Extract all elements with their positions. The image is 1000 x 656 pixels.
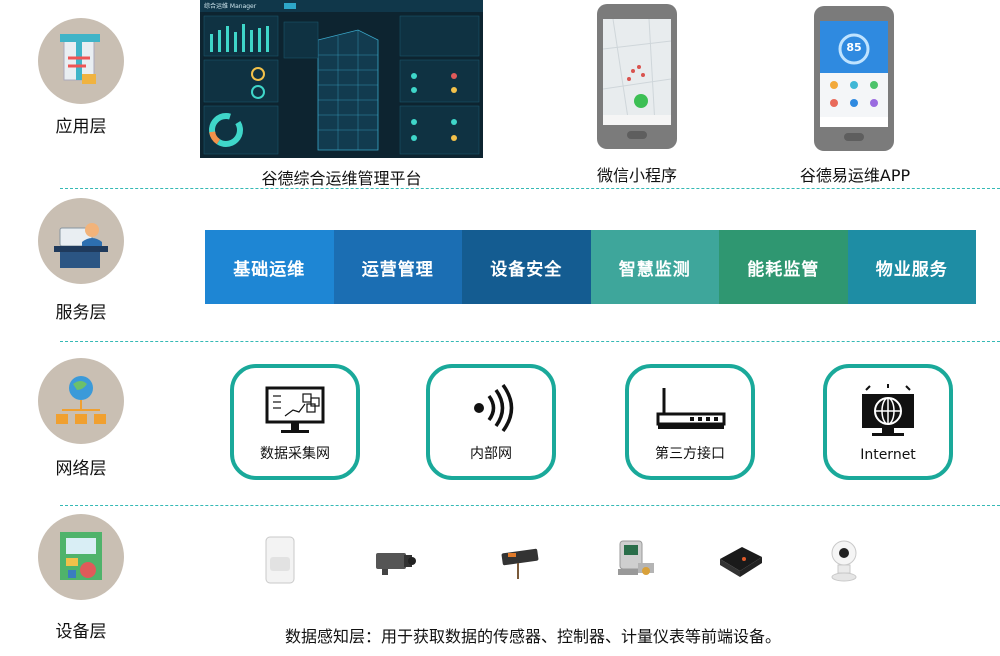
mini-program-caption: 微信小程序 <box>596 166 677 185</box>
separator <box>60 505 1000 506</box>
service-layer-icon <box>38 198 124 284</box>
service-energy-supervision: 能耗监管 <box>719 230 848 304</box>
service-smart-monitoring: 智慧监测 <box>590 230 719 304</box>
separator <box>60 341 1000 342</box>
camera-icon <box>376 553 416 575</box>
application-layer-icon <box>38 18 124 104</box>
app-caption: 谷德易运维APP <box>799 166 911 185</box>
network-card-data-collection: 数据采集网 <box>230 364 360 480</box>
device-layer-icon <box>38 514 124 600</box>
network-card-internal: 内部网 <box>426 364 556 480</box>
network-label: 内部网 <box>470 446 512 462</box>
service-bar: 基础运维 运营管理 设备安全 智慧监测 能耗监管 物业服务 <box>205 230 976 304</box>
device-layer-label: 设备层 <box>55 622 107 642</box>
app-phone: 85 <box>814 6 894 151</box>
application-layer-label: 应用层 <box>55 117 107 137</box>
network-layer-label: 网络层 <box>55 459 107 479</box>
card-reader-icon <box>501 548 539 579</box>
network-layer-icon <box>38 358 124 444</box>
separator <box>60 188 1000 189</box>
mini-program-phone <box>597 4 677 149</box>
service-layer-label: 服务层 <box>55 303 107 323</box>
globe-monitor-icon <box>862 384 914 436</box>
service-device-security: 设备安全 <box>462 230 591 304</box>
service-property-service: 物业服务 <box>847 230 976 304</box>
app-score: 85 <box>846 41 862 54</box>
data-collection-monitor-icon <box>265 386 325 433</box>
dashboard-caption: 谷德综合运维管理平台 <box>261 169 422 188</box>
dashboard-screenshot: 综合运维 Manager <box>200 0 483 158</box>
dashboard-title: 综合运维 Manager <box>204 3 257 10</box>
motion-sensor-icon <box>265 536 295 584</box>
network-label: Internet <box>860 447 916 463</box>
service-basic-maintenance: 基础运维 <box>205 230 334 304</box>
device-layer-description: 数据感知层：用于获取数据的传感器、控制器、计量仪表等前端设备。 <box>285 627 782 646</box>
wireless-signal-icon <box>474 384 514 433</box>
network-label: 数据采集网 <box>260 446 330 462</box>
network-label: 第三方接口 <box>655 446 725 462</box>
router-icon <box>656 388 726 429</box>
network-card-internet: Internet <box>823 364 953 480</box>
controller-box-icon <box>720 547 762 577</box>
meter-icon <box>618 540 654 575</box>
network-card-third-party: 第三方接口 <box>625 364 755 480</box>
ip-camera-icon <box>831 540 857 582</box>
service-operations-management: 运营管理 <box>333 230 462 304</box>
